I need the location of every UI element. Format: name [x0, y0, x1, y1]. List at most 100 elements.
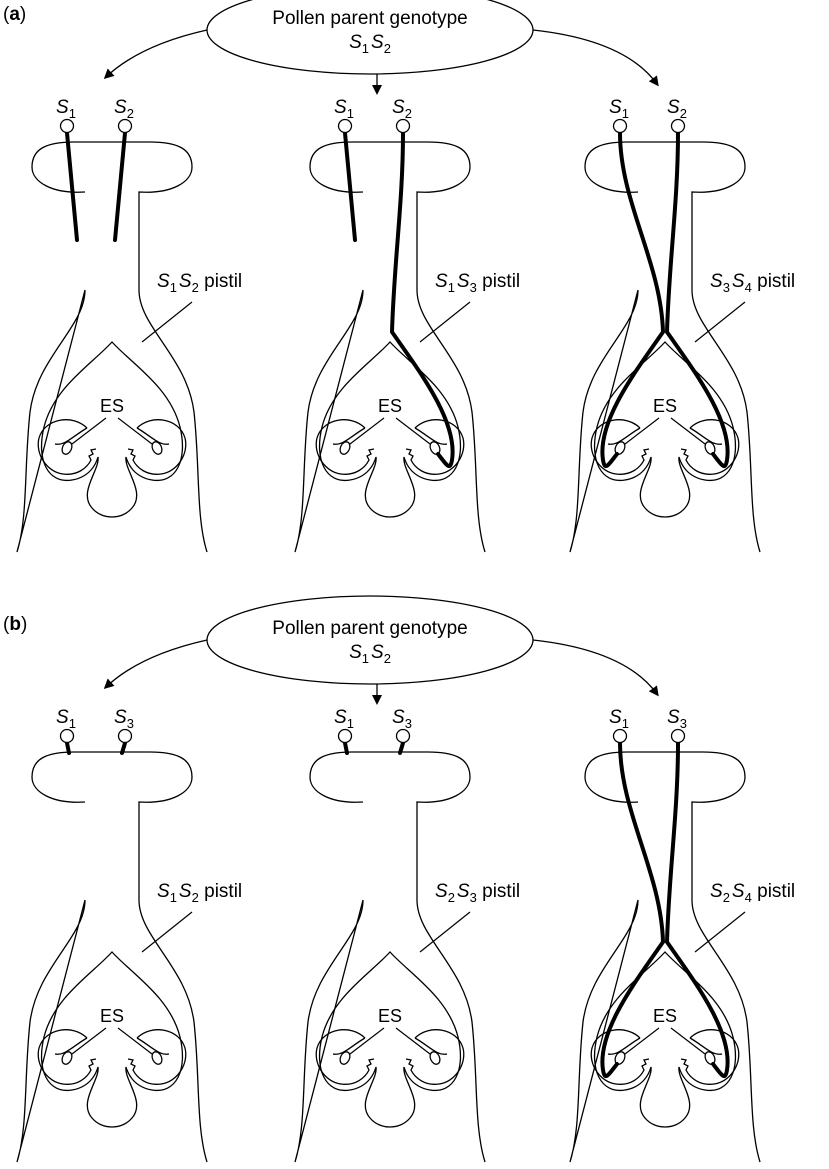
ovule-left — [316, 1030, 374, 1085]
pollen-grain-2 — [397, 730, 410, 743]
allele-letter: S — [114, 707, 127, 728]
allele-index: 1 — [622, 716, 629, 731]
allele-index: 1 — [69, 106, 76, 121]
ovule-right — [128, 1030, 186, 1085]
arrow-left — [106, 30, 207, 77]
allele-index: 2 — [127, 106, 134, 121]
pollen-grain-2 — [119, 730, 132, 743]
allele-label-2: S2 — [114, 97, 134, 121]
pollen-parent-genotype-index-1: 1 — [362, 41, 369, 56]
allele-index: 1 — [69, 716, 76, 731]
ovary-outline — [320, 342, 461, 517]
allele-label-1: S1 — [56, 97, 76, 121]
allele-letter: S — [667, 707, 680, 728]
pollen-grain-2 — [672, 730, 685, 743]
pollen-grain-1 — [339, 730, 352, 743]
pistil-label-suffix: pistil — [477, 881, 520, 902]
pistil-genotype-label-letter-1: S — [710, 881, 723, 902]
pistil-outline — [295, 752, 485, 1162]
allele-index: 3 — [127, 716, 134, 731]
pistil-outline — [570, 752, 760, 1162]
es-label: ES — [378, 1006, 402, 1026]
pollen-tube-1 — [345, 743, 347, 753]
pistil-genotype-label-letter-2: S — [732, 881, 745, 902]
pollen-parent-genotype-index-2: 2 — [384, 41, 391, 56]
pistil-genotype-label: S1S2 pistil — [157, 881, 242, 905]
es-label: ES — [653, 396, 677, 416]
pistil-genotype-label-letter-2: S — [179, 881, 192, 902]
pistil-genotype-label-index-1: 3 — [723, 280, 730, 295]
allele-index: 3 — [405, 716, 412, 731]
pollen-tube-2 — [667, 743, 728, 1076]
pistil-outline — [17, 142, 207, 552]
pollen-parent-genotype-letter-1: S — [349, 642, 362, 663]
pollen-parent-genotype-index-1: 1 — [362, 651, 369, 666]
arrow-right — [533, 30, 657, 84]
pollen-tube-1 — [67, 133, 77, 240]
allele-letter: S — [56, 707, 69, 728]
ovule-right — [128, 420, 186, 475]
pollen-grain-1 — [61, 730, 74, 743]
pistil-genotype-label-index-1: 1 — [448, 280, 455, 295]
allele-letter: S — [609, 97, 622, 118]
ovary-outline — [42, 952, 183, 1127]
pistil-outline — [570, 142, 760, 552]
ovary-outline — [42, 342, 183, 517]
allele-letter: S — [56, 97, 69, 118]
pistil-label-suffix: pistil — [477, 271, 520, 292]
allele-letter: S — [392, 97, 405, 118]
pollen-parent-genotype: S1S2 — [349, 642, 391, 666]
allele-index: 3 — [680, 716, 687, 731]
pistil-3: ESS2S4 pistilS1S3 — [570, 707, 795, 1162]
pistil-genotype-label-letter-1: S — [435, 881, 448, 902]
pollen-parent-genotype-index-2: 2 — [384, 651, 391, 666]
allele-label-2: S2 — [392, 97, 412, 121]
panel-label-close: ) — [20, 4, 26, 25]
pistil-outline — [295, 142, 485, 552]
panel-label: (b) — [3, 614, 27, 635]
allele-index: 2 — [680, 106, 687, 121]
allele-label-2: S3 — [667, 707, 687, 731]
pollen-grain-2 — [119, 120, 132, 133]
pistil-genotype-label-letter-2: S — [457, 271, 470, 292]
ovule-left — [38, 1030, 96, 1085]
ovule-right-egg — [428, 1050, 442, 1066]
pistil-genotype-label-letter-2: S — [457, 881, 470, 902]
pistil-genotype-label: S3S4 pistil — [710, 271, 795, 295]
es-label: ES — [100, 396, 124, 416]
allele-letter: S — [334, 97, 347, 118]
allele-label-2: S2 — [667, 97, 687, 121]
ovule-right — [406, 420, 464, 475]
arrow-left — [106, 640, 207, 687]
es-label: ES — [100, 1006, 124, 1026]
pollen-parent-title: Pollen parent genotype — [272, 8, 467, 29]
ovule-left — [38, 420, 96, 475]
ovule-left-egg — [60, 440, 74, 456]
pollen-parent-genotype-letter-1: S — [349, 32, 362, 53]
pollen-tube-1 — [345, 133, 355, 240]
pistil-label-suffix: pistil — [199, 271, 242, 292]
pollen-grain-2 — [397, 120, 410, 133]
pollen-grain-1 — [614, 120, 627, 133]
allele-label-1: S1 — [609, 97, 629, 121]
panel-label-letter: a — [9, 4, 20, 25]
pistil-genotype-label-index-1: 1 — [170, 890, 177, 905]
ovule-left — [591, 1030, 649, 1085]
pistil-genotype-label-letter-1: S — [435, 271, 448, 292]
allele-label-2: S3 — [114, 707, 134, 731]
pollen-grain-1 — [61, 120, 74, 133]
pistil-genotype-label-index-1: 2 — [448, 890, 455, 905]
ovule-right — [681, 420, 739, 475]
allele-letter: S — [667, 97, 680, 118]
pistil-genotype-label-index-2: 2 — [192, 280, 199, 295]
allele-index: 1 — [622, 106, 629, 121]
ovule-right — [406, 1030, 464, 1085]
pistil-outline — [17, 752, 207, 1162]
allele-letter: S — [392, 707, 405, 728]
